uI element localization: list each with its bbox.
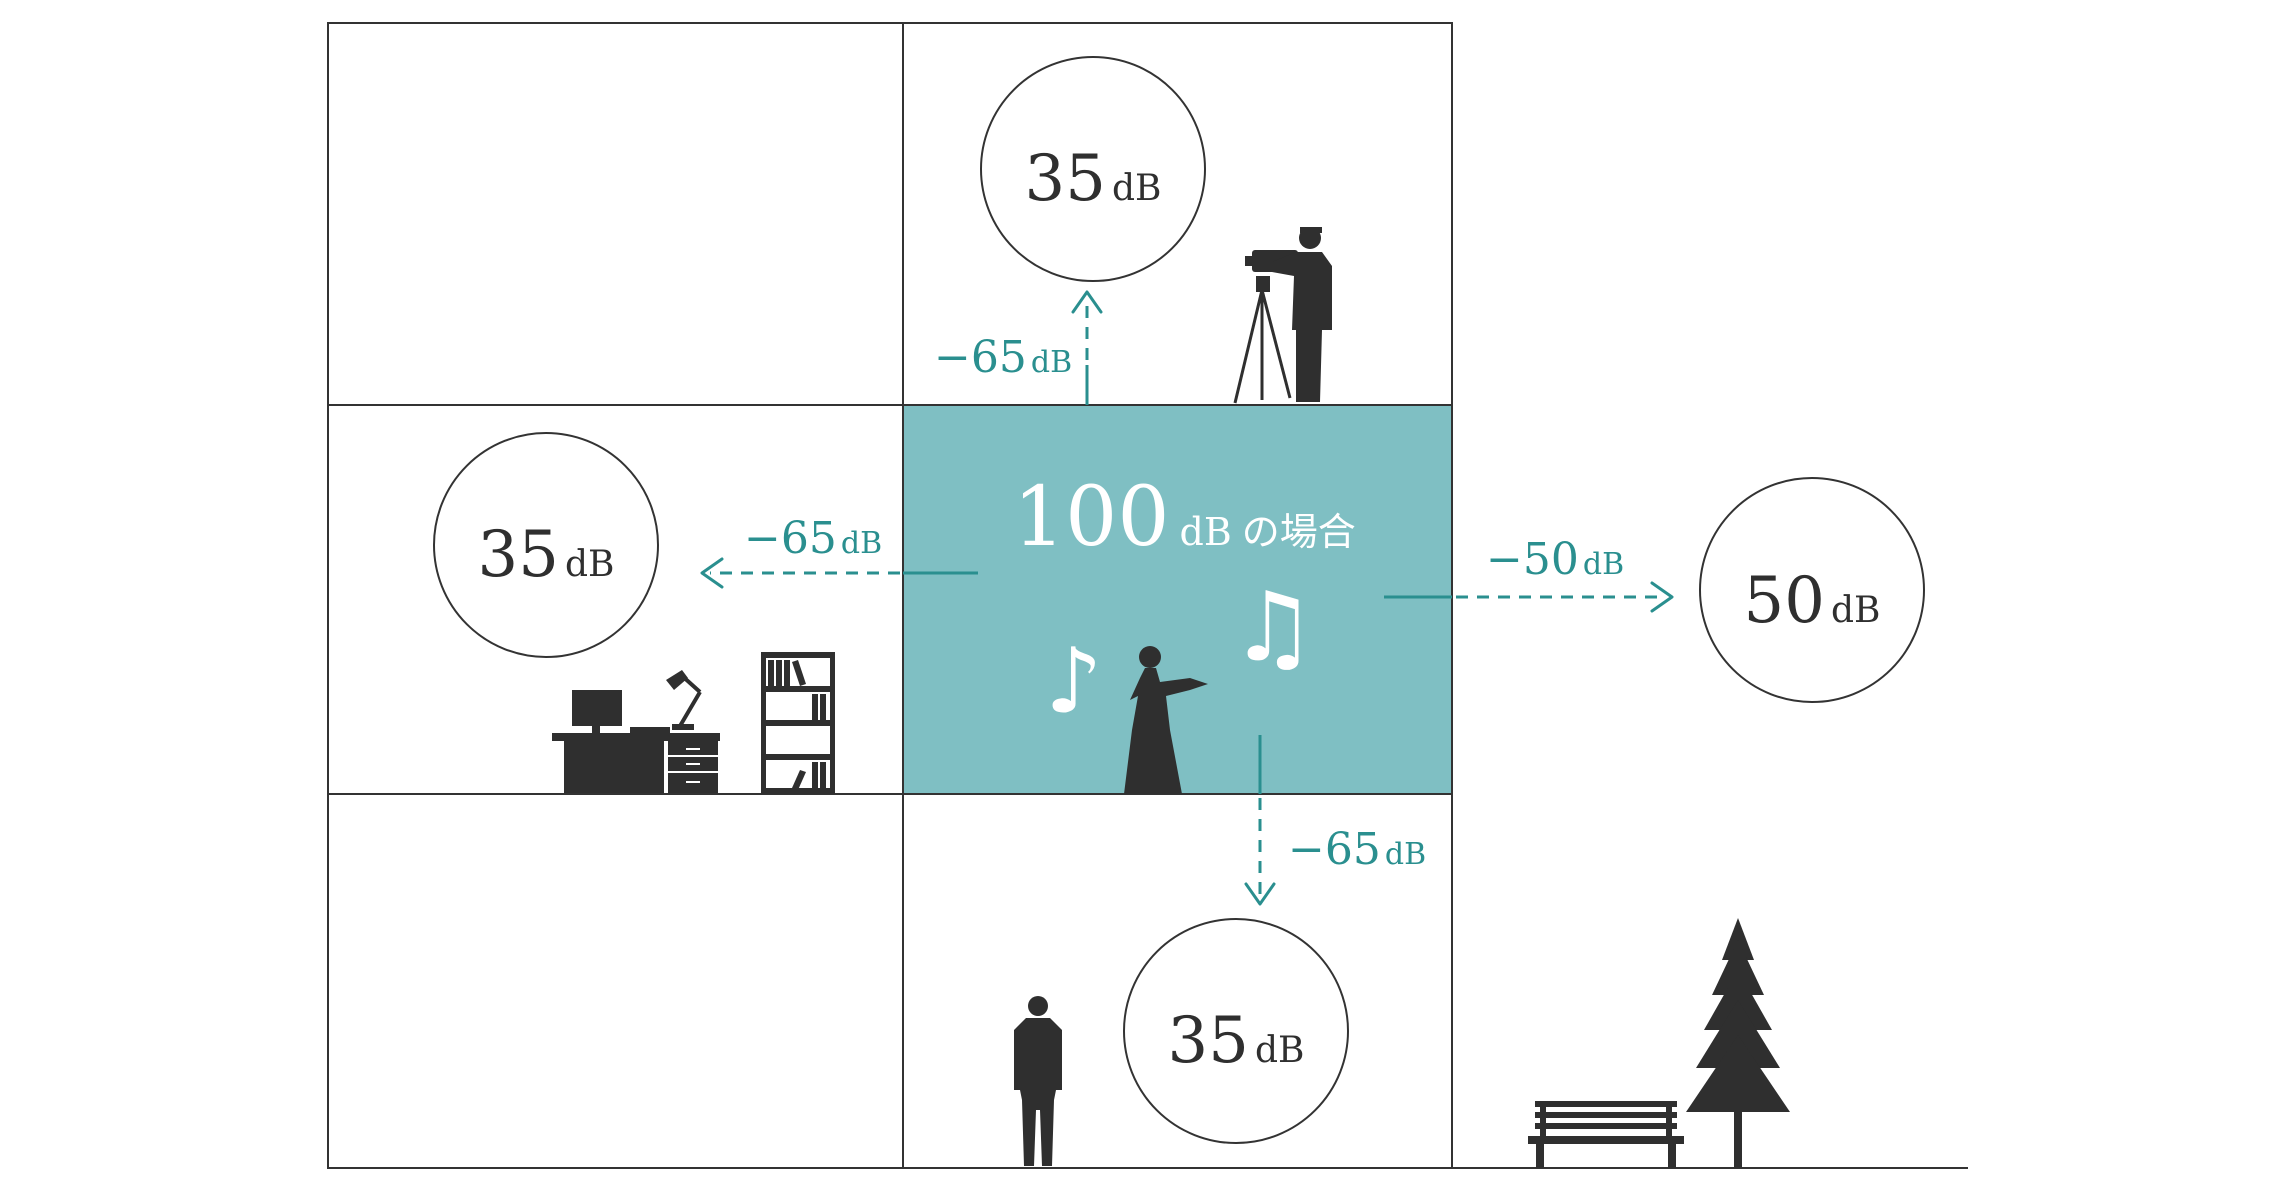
music-note-eighth-icon: ♪: [1045, 629, 1102, 734]
park-bench-icon: [1528, 1101, 1684, 1168]
source-room: [903, 405, 1452, 794]
arrow-left: [700, 557, 978, 589]
arrow-right: [1384, 581, 1674, 613]
arrow-down: [1244, 735, 1276, 906]
pine-tree-icon: [1686, 918, 1790, 1168]
office-desk-icon: [552, 690, 720, 793]
desk-lamp-icon: [666, 670, 702, 730]
standing-man-icon: [1014, 996, 1062, 1166]
camera-operator-icon: [1233, 227, 1332, 404]
arrow-up: [1071, 290, 1103, 405]
bookshelf-icon: [761, 652, 835, 794]
music-note-beamed-icon: ♫: [1230, 571, 1316, 683]
singer-icon: [1124, 646, 1208, 794]
